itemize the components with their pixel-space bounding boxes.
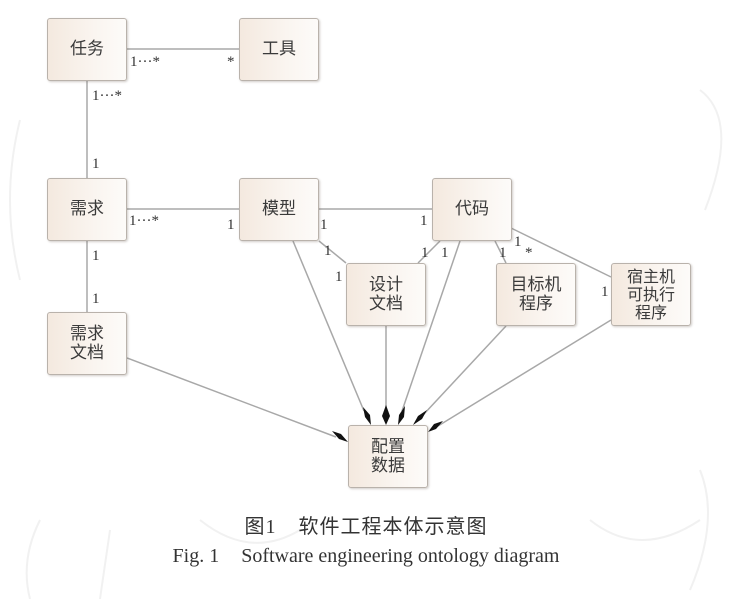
mult-req-reqdoc-req-end: 1 [92,248,100,264]
node-code: 代码 [432,178,512,241]
mult-model-design-design-end: 1 [335,269,343,285]
mult-req-reqdoc-doc-end: 1 [92,291,100,307]
node-task: 任务 [47,18,127,81]
mult-model-design-model-end: 1 [324,243,332,259]
diamond-model-config [363,407,371,425]
mult-code-host-code-end: 1 [514,234,522,250]
caption-cn-label: 图1 [244,516,277,538]
node-tool: 工具 [239,18,319,81]
node-requirement: 需求 [47,178,127,241]
mult-model-code-model-end: 1 [320,217,328,233]
node-requirement-doc: 需求 文档 [47,312,127,375]
figure-caption-chinese: 图1 软件工程本体示意图 [0,510,732,539]
edge-code-target [494,240,507,264]
mult-code-target-code-end: 1 [499,245,507,261]
edge-code-host [510,227,612,278]
mult-code-design-code-end: 1 [421,245,429,261]
mult-code-host-star: * [525,245,533,261]
node-design-doc: 设计 文档 [346,263,426,326]
edge-code-design [417,240,441,264]
node-target-program: 目标机 程序 [496,263,576,326]
caption-cn-title: 软件工程本体示意图 [298,516,488,538]
diamond-target-config [413,410,427,425]
diamond-code-config [398,406,405,425]
edge-model-design [318,240,347,264]
edge-model-config [292,240,365,412]
node-model: 模型 [239,178,319,241]
node-host-executable: 宿主机 可执行 程序 [611,263,691,326]
mult-req-model-req-end: 1···* [129,213,159,229]
edge-target-config [423,325,507,415]
figure-caption-english: Fig. 1 Software engineering ontology diag… [0,545,732,568]
diamond-host-config [428,421,443,432]
caption-en-label: Fig. 1 [172,545,220,567]
mult-task-tool-tool-end: * [227,54,235,70]
mult-task-req-req-end: 1 [92,156,100,172]
node-config-data: 配置 数据 [348,425,428,488]
mult-task-req-task-end: 1···* [92,88,122,104]
diamond-design-config [382,405,390,425]
mult-code-config-code-end: 1 [441,245,449,261]
edge-host-config [437,319,612,427]
edge-reqdoc-config [126,357,337,438]
mult-task-tool-task-end: 1···* [130,54,160,70]
watermark [9,89,723,599]
edge-code-config [401,240,461,412]
diamond-reqdoc-config [332,431,348,442]
mult-model-code-code-end: 1 [420,213,428,229]
mult-req-model-model-end: 1 [227,217,235,233]
caption-en-title: Software engineering ontology diagram [241,545,560,567]
mult-code-host-host-end: 1 [601,284,609,300]
